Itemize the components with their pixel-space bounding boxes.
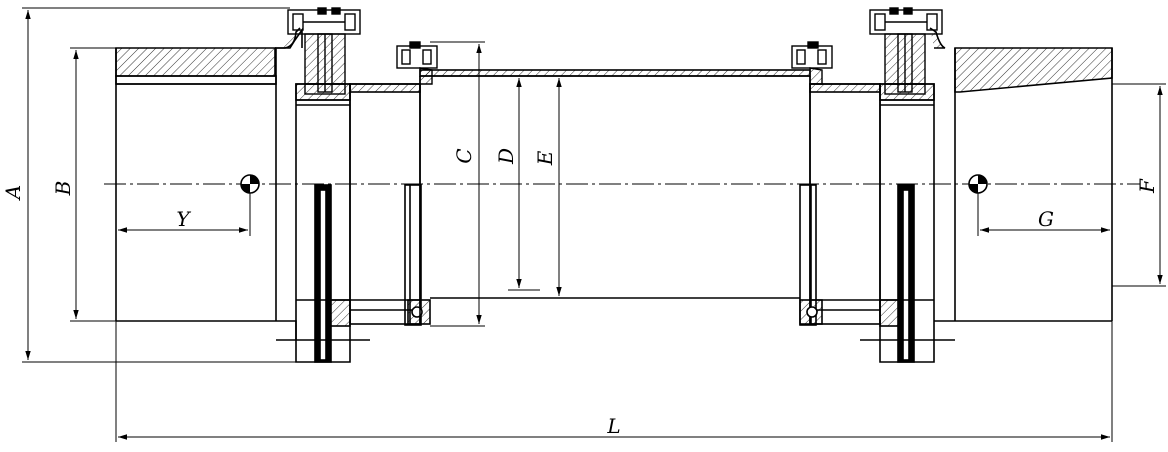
dim-label-d: D bbox=[494, 148, 518, 165]
right-pipe-end bbox=[929, 27, 1113, 322]
left-flange-hatch bbox=[115, 47, 276, 77]
dim-label-y: Y bbox=[176, 207, 191, 231]
dim-label-g: G bbox=[1038, 207, 1054, 231]
left-top-bolt bbox=[287, 7, 361, 95]
right-flange-ring bbox=[860, 83, 955, 363]
right-flange-hatch bbox=[954, 47, 1113, 93]
dim-label-f: F bbox=[1135, 178, 1159, 194]
left-inner-sleeve bbox=[349, 83, 431, 326]
right-inner-sleeve bbox=[799, 83, 881, 326]
dim-label-a: A bbox=[1, 185, 25, 201]
dim-label-l: L bbox=[606, 414, 620, 438]
dim-label-c: C bbox=[452, 148, 476, 163]
dim-label-b: B bbox=[51, 181, 75, 197]
right-test-port bbox=[968, 174, 988, 194]
left-flange-ring bbox=[276, 83, 370, 363]
right-sleeve-bolt bbox=[791, 41, 833, 85]
right-top-bolt bbox=[869, 7, 943, 95]
left-sleeve-bolt bbox=[396, 41, 438, 85]
dim-label-e: E bbox=[533, 150, 557, 166]
left-test-port bbox=[240, 174, 260, 194]
dimension-lines bbox=[22, 7, 1166, 442]
